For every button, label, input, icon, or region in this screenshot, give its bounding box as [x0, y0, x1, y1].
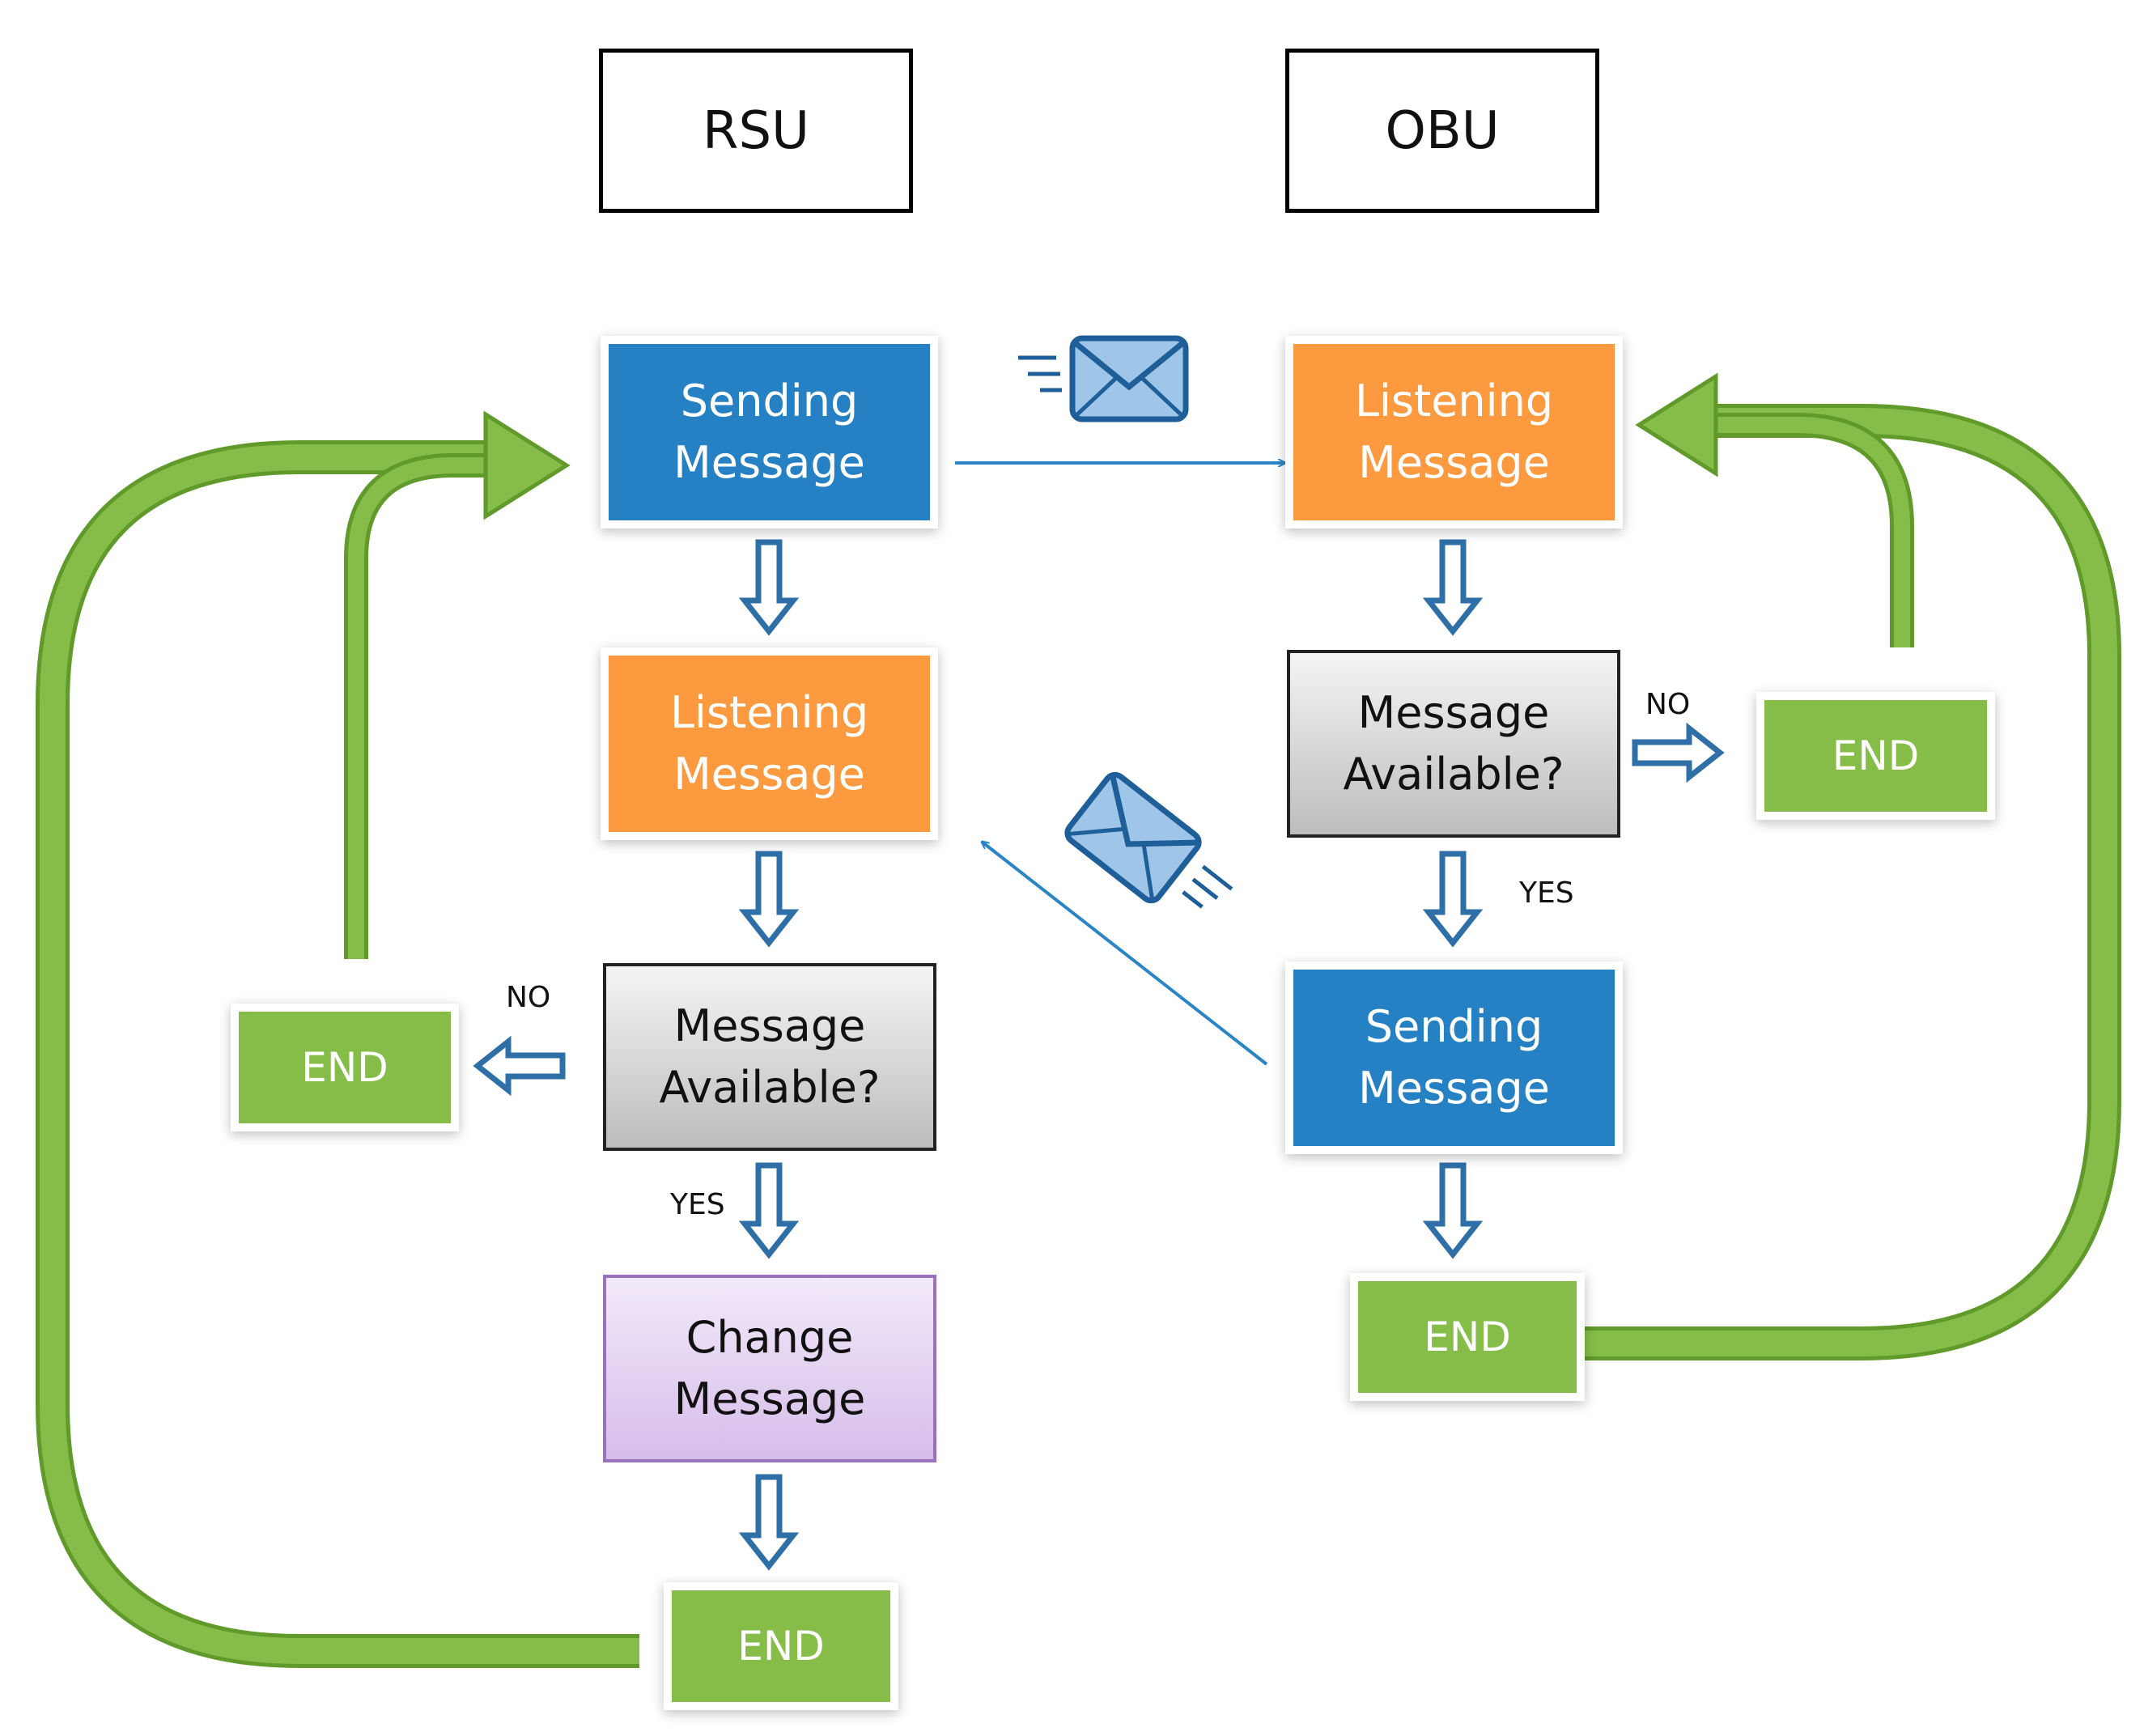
rsu-sending-message: Sending Message: [609, 344, 930, 520]
obu-listening-label: Listening Message: [1354, 376, 1554, 488]
obu-loop-arrow: [1582, 372, 2121, 1360]
obu-yes-label: YES: [1519, 876, 1574, 910]
rsu-step-arrow-2: [738, 851, 800, 948]
obu-sending-label: Sending Message: [1358, 1001, 1550, 1114]
obu-listening-message: Listening Message: [1293, 344, 1615, 520]
rsu-end-label: END: [737, 1623, 825, 1670]
obu-available-label: Message Available?: [1343, 687, 1564, 800]
rsu-available-label: Message Available?: [659, 1000, 881, 1113]
obu-end-no: END: [1764, 700, 1987, 812]
rsu-step-arrow-1: [738, 539, 800, 636]
rsu-no-label: NO: [506, 981, 551, 1014]
rsu-loop-arrow: [36, 410, 639, 1668]
rsu-yes-label: YES: [670, 1188, 725, 1221]
obu-end-no-label: END: [1832, 732, 1920, 779]
rsu-end: END: [672, 1590, 890, 1702]
envelope-icon: [1018, 335, 1189, 422]
obu-no-arrow: [1632, 722, 1725, 783]
rsu-header: RSU: [599, 49, 913, 213]
rsu-listening-message: Listening Message: [609, 656, 930, 832]
envelope-icon: [1064, 771, 1233, 909]
obu-sending-message: Sending Message: [1293, 970, 1615, 1146]
rsu-step-arrow-yes: [738, 1162, 800, 1259]
rsu-step-arrow-3: [738, 1474, 800, 1571]
obu-header-label: OBU: [1385, 100, 1500, 161]
rsu-end-no: END: [239, 1012, 451, 1123]
rsu-no-arrow: [473, 1035, 566, 1097]
rsu-change-message: Change Message: [603, 1275, 936, 1462]
obu-step-arrow-1: [1422, 539, 1484, 636]
rsu-end-no-label: END: [301, 1044, 388, 1091]
rsu-header-label: RSU: [703, 100, 809, 161]
obu-message-available: Message Available?: [1287, 650, 1620, 838]
obu-step-arrow-2: [1422, 1162, 1484, 1259]
obu-step-arrow-yes: [1422, 851, 1484, 948]
rsu-listening-label: Listening Message: [669, 687, 869, 800]
obu-no-label: NO: [1645, 688, 1691, 721]
rsu-change-label: Change Message: [673, 1312, 866, 1424]
obu-header: OBU: [1285, 49, 1599, 213]
message-arrow-obu-to-rsu: [982, 842, 1268, 1066]
obu-end-label: END: [1424, 1314, 1511, 1360]
rsu-message-available: Message Available?: [603, 963, 936, 1151]
rsu-sending-label: Sending Message: [673, 376, 865, 488]
obu-end: END: [1358, 1281, 1577, 1393]
